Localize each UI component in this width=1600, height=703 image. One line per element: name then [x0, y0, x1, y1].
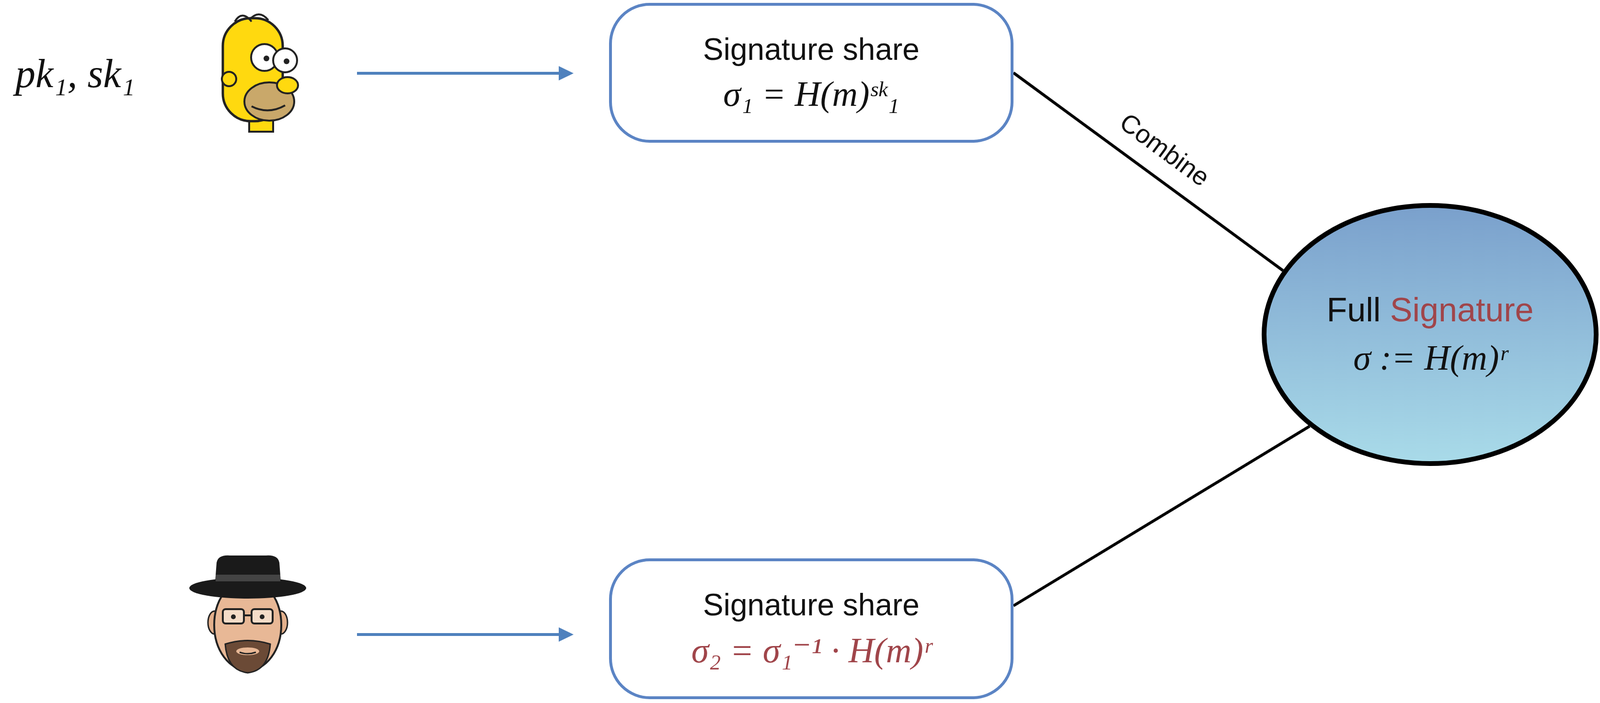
pupil — [230, 614, 236, 620]
ellipse-outline — [1260, 201, 1600, 468]
heading-text: Signature share — [702, 31, 920, 68]
mouth — [239, 652, 256, 655]
heading-text: Signature share — [702, 587, 920, 623]
connector-line — [1013, 426, 1310, 607]
title-row: FullSignature — [1326, 290, 1534, 330]
arrow-shaft — [356, 633, 562, 637]
mouth — [251, 105, 286, 111]
homer-icon — [221, 14, 299, 132]
formula-text: σ := H(m)ʳ — [1353, 337, 1508, 379]
edge-label: Combine — [1111, 104, 1218, 194]
signer-arrow — [356, 627, 574, 643]
arrow-shaft — [356, 71, 562, 75]
nose — [276, 77, 299, 94]
formula-text: σ₂ = σ₁⁻¹ · H(m)ʳ — [691, 629, 932, 672]
pupil — [259, 614, 265, 620]
ellipse-shape — [1264, 205, 1597, 464]
ear — [221, 71, 237, 87]
glasses-bridge — [243, 614, 252, 617]
glasses — [222, 609, 244, 624]
connector — [1013, 426, 1310, 607]
connector — [1013, 72, 1283, 271]
heisenberg-icon — [189, 555, 307, 674]
share-box: Signature share σ₂ = σ₁⁻¹ · H(m)ʳ — [609, 558, 1014, 700]
glasses — [251, 609, 273, 624]
hair — [234, 14, 269, 22]
eye — [273, 48, 298, 73]
signer-arrow — [356, 66, 574, 81]
pupil — [283, 58, 290, 65]
formula-text: σ₁ = H(m)ˢᵏ₁ — [723, 73, 899, 115]
pupil — [263, 55, 270, 62]
signature-ellipse: FullSignature σ := H(m)ʳ — [1260, 201, 1600, 468]
arrow-head — [558, 627, 574, 643]
key-label: pk₁, sk₁ — [15, 50, 136, 97]
connector-line — [1013, 72, 1283, 271]
title-text: Full — [1326, 290, 1381, 330]
mouth-area — [236, 647, 260, 656]
share-box: Signature share σ₁ = H(m)ˢᵏ₁ — [609, 2, 1014, 143]
title-text: Signature — [1390, 290, 1534, 330]
goatee — [225, 641, 271, 674]
arrow-head — [558, 66, 574, 81]
hat-crown — [214, 555, 282, 589]
hat-band — [215, 575, 281, 582]
